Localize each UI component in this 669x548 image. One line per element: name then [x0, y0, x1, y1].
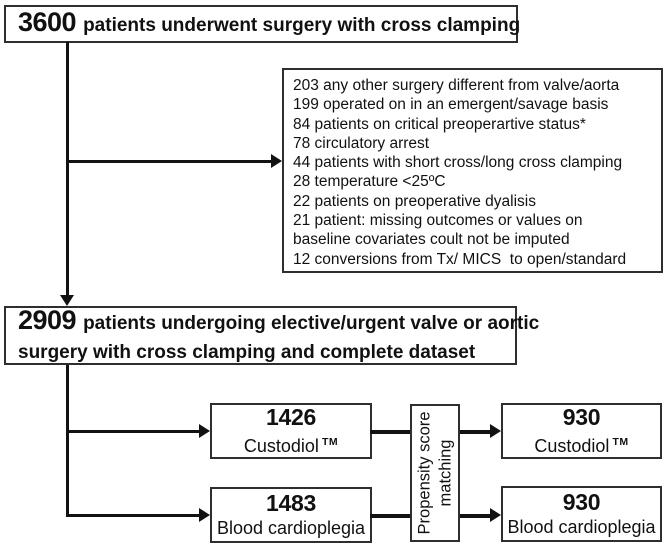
blood-unmatched-label: Blood cardioplegia [216, 518, 366, 538]
exclusion-line: 199 operated on in an emergent/savage ba… [293, 96, 609, 114]
blood-unmatched-box: 1483 Blood cardioplegia [210, 487, 372, 543]
blood-matched-number: 930 [562, 489, 601, 515]
exclusions-box: 203 any other surgery different from val… [282, 68, 663, 273]
exclusion-line: 21 patient: missing outcomes or values o… [293, 212, 583, 230]
exclusion-line: 44 patients with short cross/long cross … [293, 154, 623, 172]
eligible-patients-line2: surgery with cross clamping and complete… [18, 342, 476, 363]
flow-line-to-blood-group [66, 514, 200, 517]
exclusion-line: 12 conversions from Tx/ MICS to open/sta… [293, 250, 627, 268]
custodiol-matched-number: 930 [562, 404, 601, 430]
blood-unmatched-number: 1483 [266, 490, 316, 516]
flow-line-blood-to-matching [370, 514, 410, 518]
flow-line-to-custodiol-group [66, 430, 200, 433]
exclusion-line: 78 circulatory arrest [293, 134, 430, 152]
trademark-symbol: TM [321, 436, 339, 448]
exclusion-line: 203 any other surgery different from val… [293, 77, 620, 94]
flow-line-eligible-to-groups [66, 365, 69, 517]
exclusion-line: 22 patients on preoperative dyalisis [293, 192, 536, 210]
blood-matched-box: 930 Blood cardioplegia [501, 486, 662, 542]
total-patients-number: 3600 [18, 6, 77, 37]
exclusion-line: 28 temperature <25ºC [293, 173, 446, 191]
arrowhead-into-custodiol-group [199, 424, 210, 438]
propensity-matching-label: Propensity score matching [415, 411, 455, 535]
exclusion-line: baseline covariates coult not be imputed [293, 231, 570, 249]
propensity-matching-box: Propensity score matching [410, 404, 460, 542]
arrowhead-into-blood-group [199, 508, 210, 522]
flow-line-to-exclusions [66, 160, 271, 163]
exclusion-line: 84 patients on critical preoperartive st… [293, 115, 586, 133]
eligible-patients-number: 2909 [18, 305, 77, 335]
arrowhead-into-eligible-box [60, 295, 74, 306]
flow-line-custodiol-to-matching [370, 430, 410, 434]
flow-line-total-to-eligible [66, 42, 69, 298]
trademark-symbol: TM [612, 436, 629, 448]
arrowhead-into-blood-matched [490, 508, 501, 522]
custodiol-unmatched-number: 1426 [266, 404, 316, 430]
flow-line-matching-to-custodiol-matched [460, 430, 491, 434]
blood-matched-label: Blood cardioplegia [507, 517, 656, 537]
flow-line-matching-to-blood-matched [460, 514, 491, 518]
arrowhead-into-exclusions-box [271, 154, 282, 168]
arrowhead-into-custodiol-matched [490, 424, 501, 438]
